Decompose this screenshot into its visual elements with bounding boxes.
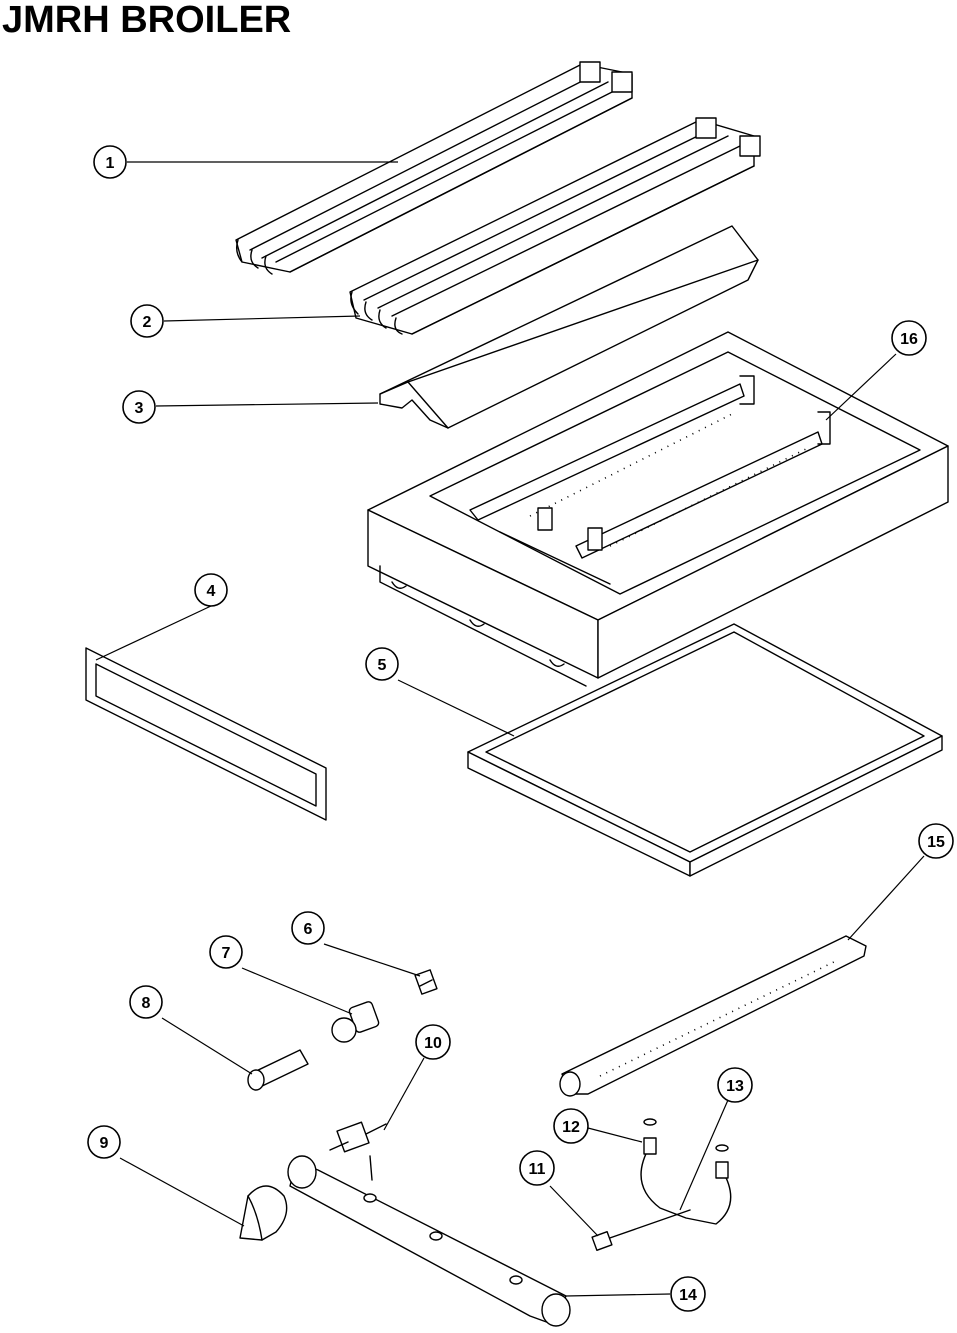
callout-label: 2 — [143, 314, 152, 331]
callout-11: 11 — [519, 1150, 555, 1186]
part-8-adapter — [247, 1049, 309, 1091]
callout-label: 5 — [378, 657, 387, 674]
broiler-body — [367, 331, 949, 687]
part-14-manifold — [287, 1155, 571, 1327]
part-15-burner — [559, 935, 867, 1097]
leader-lines — [95, 161, 925, 1297]
part-9-knob — [239, 1185, 288, 1241]
part-10-valve — [329, 1121, 387, 1181]
callout-8: 8 — [129, 985, 163, 1019]
callout-1: 1 — [93, 145, 127, 179]
callout-13: 13 — [717, 1067, 753, 1103]
callout-15: 15 — [918, 823, 954, 859]
part-2-grate-lower — [349, 117, 761, 335]
diagram-title: JMRH BROILER — [2, 0, 292, 41]
part-6-orifice — [414, 969, 438, 995]
callout-6: 6 — [291, 911, 325, 945]
callout-2: 2 — [130, 304, 164, 338]
callout-label: 16 — [900, 331, 918, 348]
callout-4: 4 — [194, 573, 228, 607]
callout-9: 9 — [87, 1125, 121, 1159]
callout-label: 13 — [726, 1078, 744, 1095]
part-11-13-pilot-assembly — [591, 1118, 732, 1252]
callout-label: 10 — [424, 1035, 442, 1052]
part-4-front-panel — [85, 647, 327, 821]
callout-12: 12 — [553, 1108, 589, 1144]
callout-label: 11 — [529, 1161, 546, 1178]
part-3-radiant — [379, 225, 759, 429]
callout-label: 6 — [304, 921, 313, 938]
callout-label: 9 — [100, 1135, 109, 1152]
callout-14: 14 — [670, 1276, 706, 1312]
callout-label: 4 — [207, 583, 216, 600]
part-5-drip-pan — [467, 623, 943, 877]
callout-3: 3 — [122, 390, 156, 424]
callout-16: 16 — [891, 320, 927, 356]
callout-label: 14 — [679, 1287, 697, 1304]
callout-5: 5 — [365, 647, 399, 681]
part-7-fitting — [331, 1001, 380, 1043]
callout-label: 15 — [927, 834, 945, 851]
callout-label: 1 — [106, 155, 115, 172]
callout-label: 7 — [222, 945, 231, 962]
callout-label: 12 — [562, 1119, 580, 1136]
part-1-grate-upper — [235, 61, 633, 275]
callout-label: 8 — [142, 995, 151, 1012]
callout-7: 7 — [209, 935, 243, 969]
callout-10: 10 — [415, 1024, 451, 1060]
callout-label: 3 — [135, 400, 144, 417]
